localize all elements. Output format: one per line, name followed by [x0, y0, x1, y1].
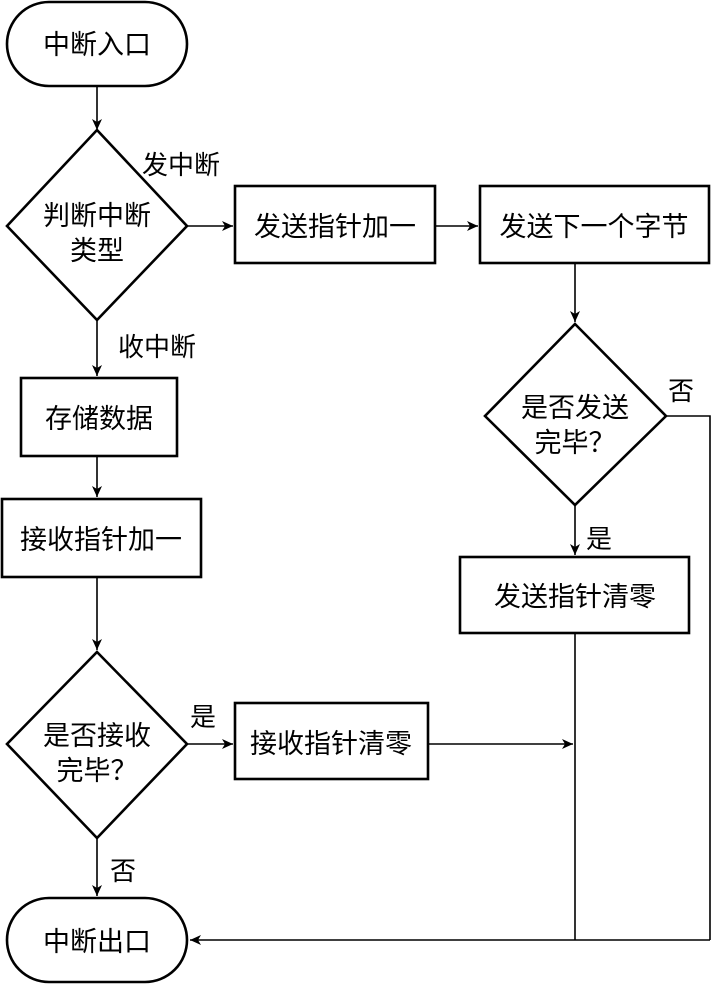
node-labels: 中断入口 判断中断 类型 发送指针加一 发送下一个字节 是否发送 完毕？ 发送指…	[20, 30, 689, 958]
connectors	[92, 86, 711, 945]
recv-interrupt-label: 收中断	[118, 333, 196, 363]
send-yes-label: 是	[586, 525, 612, 555]
store-data-label: 存储数据	[45, 404, 153, 435]
judge-label-line2: 类型	[70, 236, 124, 267]
recv-ptr-inc-box	[0, 497, 203, 579]
recv-ptr-inc-label: 接收指针加一	[20, 525, 182, 556]
entry-label: 中断入口	[43, 30, 151, 61]
recv-ptr-clear-label: 接收指针清零	[250, 729, 412, 760]
recv-done-diamond	[5, 650, 189, 840]
send-ptr-inc-box	[233, 184, 437, 265]
send-no-label: 否	[668, 377, 694, 407]
exit-terminal	[5, 896, 189, 984]
entry-terminal	[5, 0, 189, 88]
send-done-diamond	[483, 322, 668, 507]
recv-done-label-line1: 是否接收	[43, 721, 151, 752]
recv-done-label-line2: 完毕？	[57, 756, 138, 787]
store-data-box	[19, 376, 179, 458]
send-interrupt-label: 发中断	[142, 151, 220, 181]
recv-no-label: 否	[110, 857, 136, 887]
send-next-byte-box	[478, 184, 711, 265]
send-next-byte-label: 发送下一个字节	[500, 212, 689, 243]
judge-type-diamond	[5, 128, 189, 322]
recv-ptr-clear-box	[233, 701, 430, 781]
send-ptr-clear-box	[458, 555, 691, 635]
judge-label-line1: 判断中断	[43, 201, 151, 232]
send-ptr-clear-label: 发送指针清零	[494, 582, 656, 613]
send-done-label-line2: 完毕？	[535, 428, 616, 459]
send-done-label-line1: 是否发送	[521, 393, 629, 424]
edge-labels: 发中断 收中断 否 是 是 否	[110, 151, 694, 887]
line-send-not-done	[666, 415, 711, 940]
send-ptr-inc-label: 发送指针加一	[254, 212, 416, 243]
recv-yes-label: 是	[190, 703, 216, 733]
exit-label: 中断出口	[43, 927, 151, 958]
